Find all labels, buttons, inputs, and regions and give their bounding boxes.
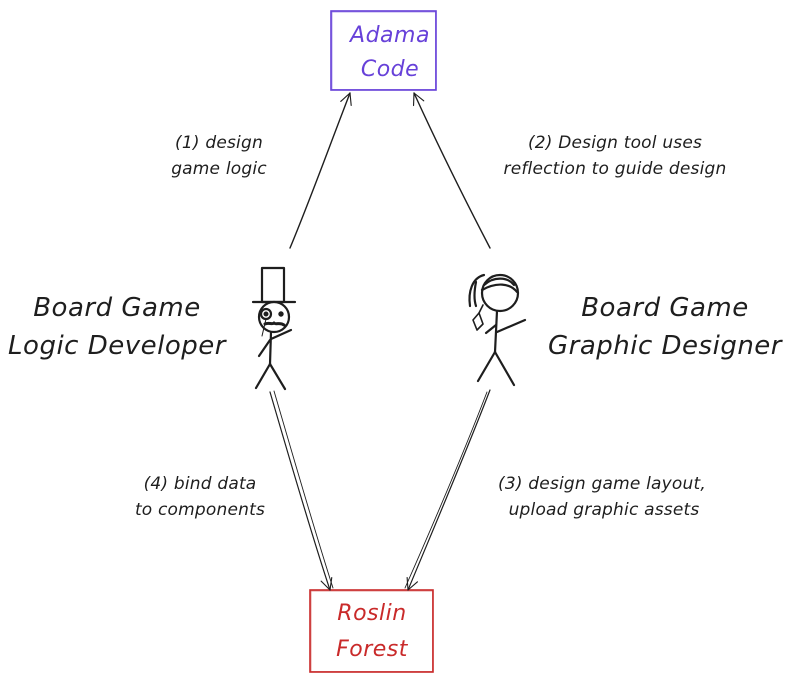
edge-label-3: (3) design game layout, upload graphic a… [498, 474, 706, 520]
arrow-designer-to-adama [412, 92, 491, 249]
logic-developer-line-2: Logic Developer [8, 331, 228, 361]
adama-code-node: Adama Code [330, 10, 437, 91]
edge-label-1-line-2: game logic [171, 159, 267, 179]
graphic-designer-label: Board Game Graphic Designer [548, 293, 784, 361]
edge-label-1: (1) design game logic [171, 133, 267, 179]
edge-label-4-line-2: to components [135, 500, 265, 520]
arrow-developer-to-roslin [269, 390, 334, 591]
edge-label-4: (4) bind data to components [135, 474, 265, 520]
edge-label-3-line-2: upload graphic assets [509, 500, 700, 520]
arrow-developer-to-adama [289, 92, 352, 249]
edge-label-2-line-1: (2) Design tool uses [528, 133, 702, 153]
edge-label-2: (2) Design tool uses reflection to guide… [504, 133, 727, 179]
roslin-forest-line-2: Forest [336, 637, 409, 662]
adama-code-box [330, 10, 437, 91]
edge-label-1-line-1: (1) design [175, 133, 263, 153]
roslin-forest-box [309, 589, 434, 673]
adama-code-line-1: Adama [348, 23, 430, 48]
edge-label-3-line-1: (3) design game layout, [498, 474, 706, 494]
graphic-designer-line-2: Graphic Designer [548, 331, 784, 361]
roslin-forest-line-1: Roslin [337, 601, 406, 626]
edge-label-2-line-2: reflection to guide design [504, 159, 727, 179]
graphic-designer-line-1: Board Game [581, 293, 749, 323]
arrow-designer-to-roslin [404, 389, 491, 591]
designer-figure-icon [468, 273, 527, 387]
logic-developer-label: Board Game Logic Developer [8, 293, 228, 361]
developer-figure-icon [251, 266, 297, 391]
roslin-forest-node: Roslin Forest [309, 589, 434, 673]
edge-label-4-line-1: (4) bind data [144, 474, 257, 494]
logic-developer-line-1: Board Game [33, 293, 201, 323]
adama-code-line-2: Code [361, 57, 419, 82]
